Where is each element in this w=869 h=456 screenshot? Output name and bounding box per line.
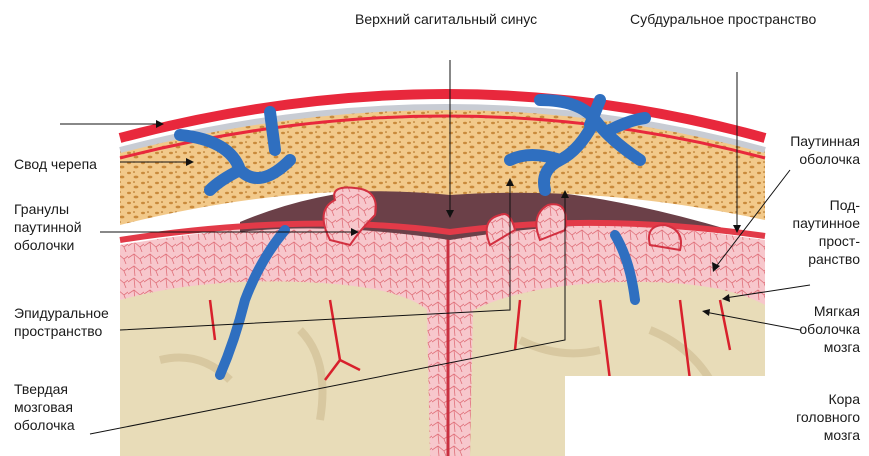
label-line: паутинной	[14, 218, 82, 236]
label-line: Эпидуральное	[14, 304, 109, 322]
label-pia-mater: Мягкая оболочка мозга	[799, 302, 860, 356]
label-line: мозга	[796, 426, 860, 444]
falx-cerebri	[425, 215, 475, 456]
label-line: мозга	[799, 338, 860, 356]
label-line: мозговая	[14, 398, 75, 416]
label-line: головного	[796, 408, 860, 426]
label-line: Мягкая	[799, 302, 860, 320]
label-cerebral-cortex: Кора головного мозга	[796, 390, 860, 444]
label-arachnoid-mater: Паутинная оболочка	[790, 132, 860, 168]
label-line: ранство	[793, 250, 860, 268]
label-line: Твердая	[14, 380, 75, 398]
label-superior-sagittal-sinus: Верхний сагитальный синус	[355, 10, 537, 28]
label-line: Кора	[796, 390, 860, 408]
label-arachnoid-granulations: Гранулы паутинной оболочки	[14, 200, 82, 254]
label-line: Гранулы	[14, 200, 82, 218]
label-line: оболочка	[790, 150, 860, 168]
label-dura-mater: Твердая мозговая оболочка	[14, 380, 75, 434]
label-epidural-space: Эпидуральное пространство	[14, 304, 109, 340]
label-line: оболочки	[14, 236, 82, 254]
label-line: паутинное	[793, 214, 860, 232]
label-subarachnoid-space: Под- паутинное прост- ранство	[793, 196, 860, 268]
label-line: прост-	[793, 232, 860, 250]
label-skull-vault: Свод черепа	[14, 155, 97, 173]
label-line: Под-	[793, 196, 860, 214]
label-line: пространство	[14, 322, 109, 340]
brain-cortex-left	[120, 279, 430, 456]
label-line: Паутинная	[790, 132, 860, 150]
label-subdural-space: Субдуральное пространство	[630, 10, 816, 28]
label-line: оболочка	[14, 416, 75, 434]
label-line: оболочка	[799, 320, 860, 338]
